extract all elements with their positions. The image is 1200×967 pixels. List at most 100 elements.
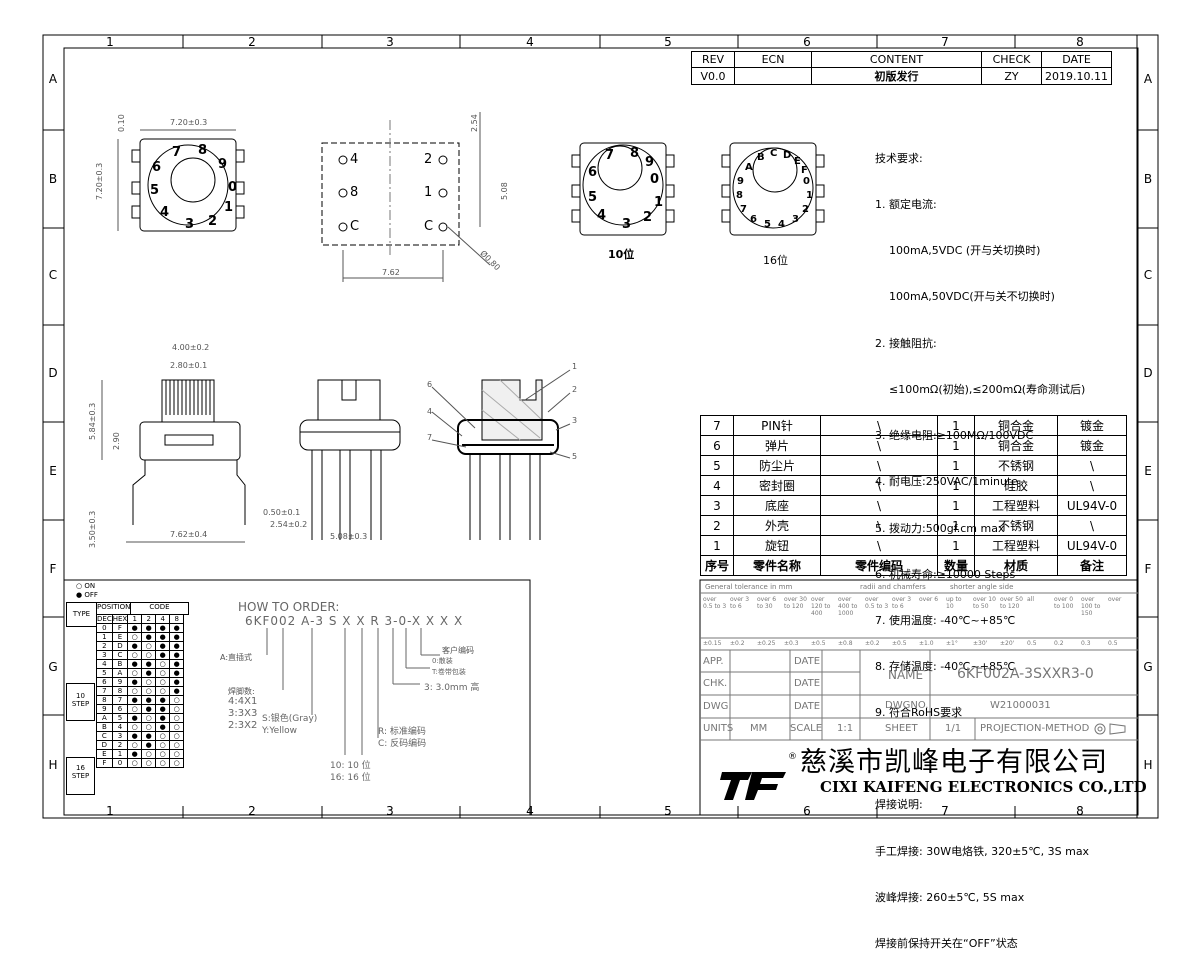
company-name-en: CIXI KAIFENG ELECTRONICS CO.,LTD: [820, 778, 1147, 796]
order-step-option: 16: 16 位: [330, 773, 371, 783]
projection-symbol-icon: [1094, 723, 1126, 735]
parts-cell: \: [820, 475, 938, 496]
tb-date-2: DATE: [794, 678, 821, 689]
code-cell: ●: [127, 659, 143, 669]
dim-side-base: 7.62±0.4: [170, 530, 208, 539]
row-label: D: [48, 366, 58, 380]
parts-header: 材质: [974, 555, 1058, 576]
col-label: 2: [248, 804, 256, 818]
order-pin-option: 3:3X3: [228, 708, 258, 719]
tech-line: 焊接说明:: [875, 798, 923, 812]
code-cell: A: [111, 668, 129, 678]
tb-date-1: DATE: [794, 656, 821, 667]
callout-number: 3: [572, 416, 578, 425]
code-cell: ○: [169, 740, 185, 750]
top-view-10: [117, 129, 245, 232]
dial-digit: 4: [160, 205, 170, 220]
dial-digit: 6: [152, 160, 162, 175]
code-cell: B: [111, 659, 129, 669]
col-label: 6: [803, 35, 811, 49]
code-subheader: 8: [169, 614, 185, 624]
code-subheader: 2: [141, 614, 157, 624]
order-pack-option: T:卷带包装: [432, 668, 466, 676]
code-cell: F: [111, 623, 129, 633]
row-label: D: [1143, 366, 1153, 380]
row-label: B: [48, 172, 58, 186]
order-code: 6KF002 A-3 S X X R 3-0-X X X X: [245, 614, 464, 628]
parts-cell: 不锈钢: [974, 515, 1058, 536]
tb-scale: SCALE: [790, 723, 823, 734]
parts-cell: 1: [937, 435, 975, 456]
registered-mark-icon: ®: [788, 752, 797, 762]
col-label: 6: [803, 804, 811, 818]
tb-scale-value: 1:1: [837, 723, 854, 734]
code-subheader: 1: [127, 614, 143, 624]
legend-on: ○ ON: [76, 582, 96, 590]
parts-row: 1 旋钮 \ 1 工程塑料 UL94V-0: [700, 535, 1127, 556]
date-header: DATE: [1041, 51, 1112, 68]
row-label: E: [1144, 464, 1152, 478]
code-cell: ●: [141, 632, 157, 642]
parts-header: 备注: [1057, 555, 1127, 576]
order-color-option: S:银色(Gray): [262, 714, 318, 724]
order-rc-option: R: 标准编码: [378, 727, 426, 737]
tech-line: 100mA,5VDC (开与关切换时): [875, 244, 1041, 258]
dial-digit: 1: [224, 200, 234, 215]
parts-cell: \: [820, 435, 938, 456]
order-step-option: 10: 10 位: [330, 761, 371, 771]
order-pins: 4:4X1 3:3X3 2:3X2: [228, 696, 257, 732]
tech-line: 技术要求:: [875, 151, 923, 165]
tol-range: over 30 to 120: [784, 596, 807, 610]
dial-10-view: [571, 142, 675, 236]
tol-value: ±30': [973, 640, 988, 647]
code-cell: ○: [141, 722, 157, 732]
order-pin-option: 4:4X1: [228, 696, 258, 707]
parts-cell: 3: [700, 495, 734, 516]
code-cell: 9: [111, 677, 129, 687]
parts-row: 3 底座 \ 1 工程塑料 UL94V-0: [700, 495, 1127, 516]
company-name-cn: 慈溪市凯峰电子有限公司: [800, 747, 1108, 778]
dim-pcb-width: 7.62: [382, 268, 400, 277]
tb-dwgno-value: W21000031: [990, 700, 1051, 711]
parts-cell: 工程塑料: [974, 495, 1058, 516]
tol-range: over 0 to 100: [1054, 596, 1074, 610]
pcb-label-c-left: C: [350, 219, 360, 234]
code-cell: ●: [169, 632, 185, 642]
code-cell: F: [96, 758, 113, 768]
code-cell: 2: [111, 740, 129, 750]
code-cell: ●: [127, 713, 143, 723]
code-cell: ○: [155, 659, 171, 669]
code-cell: ○: [169, 722, 185, 732]
code-cell: ○: [127, 686, 143, 696]
row-label: G: [48, 660, 58, 674]
row-label: C: [1143, 268, 1153, 282]
code-cell: ●: [169, 686, 185, 696]
code-cell: ○: [169, 695, 185, 705]
row-label: G: [1143, 660, 1153, 674]
code-cell: ○: [141, 749, 157, 759]
order-height: 3: 3.0mm 高: [424, 683, 480, 693]
parts-cell: 1: [937, 495, 975, 516]
code-cell: ○: [127, 758, 143, 768]
dial-digit: 3: [792, 214, 799, 225]
parts-cell: 铜合金: [974, 415, 1058, 436]
tol-range: over 10 to 50: [973, 596, 996, 610]
tol-value: 0.5: [1027, 640, 1037, 647]
col-label: 3: [386, 35, 394, 49]
callout-number: 1: [572, 362, 578, 371]
parts-table: 7 PIN针 \ 1 铜合金 镀金 6 弹片 \ 1 铜合金 镀金 5 防尘片 …: [700, 415, 1127, 576]
code-cell: ○: [141, 677, 157, 687]
code-cell: ○: [127, 704, 143, 714]
order-pack-option: 0:散装: [432, 657, 453, 665]
tol-value: ±1.0: [919, 640, 934, 647]
dial-10-label: 10位: [608, 248, 635, 261]
date-value: 2019.10.11: [1041, 67, 1112, 85]
col-label: 8: [1076, 35, 1084, 49]
code-cell: ●: [169, 659, 185, 669]
dim-side-lead: 3.50±0.3: [88, 510, 97, 548]
order-color-option: Y:Yellow: [262, 726, 298, 736]
parts-cell: \: [820, 515, 938, 536]
